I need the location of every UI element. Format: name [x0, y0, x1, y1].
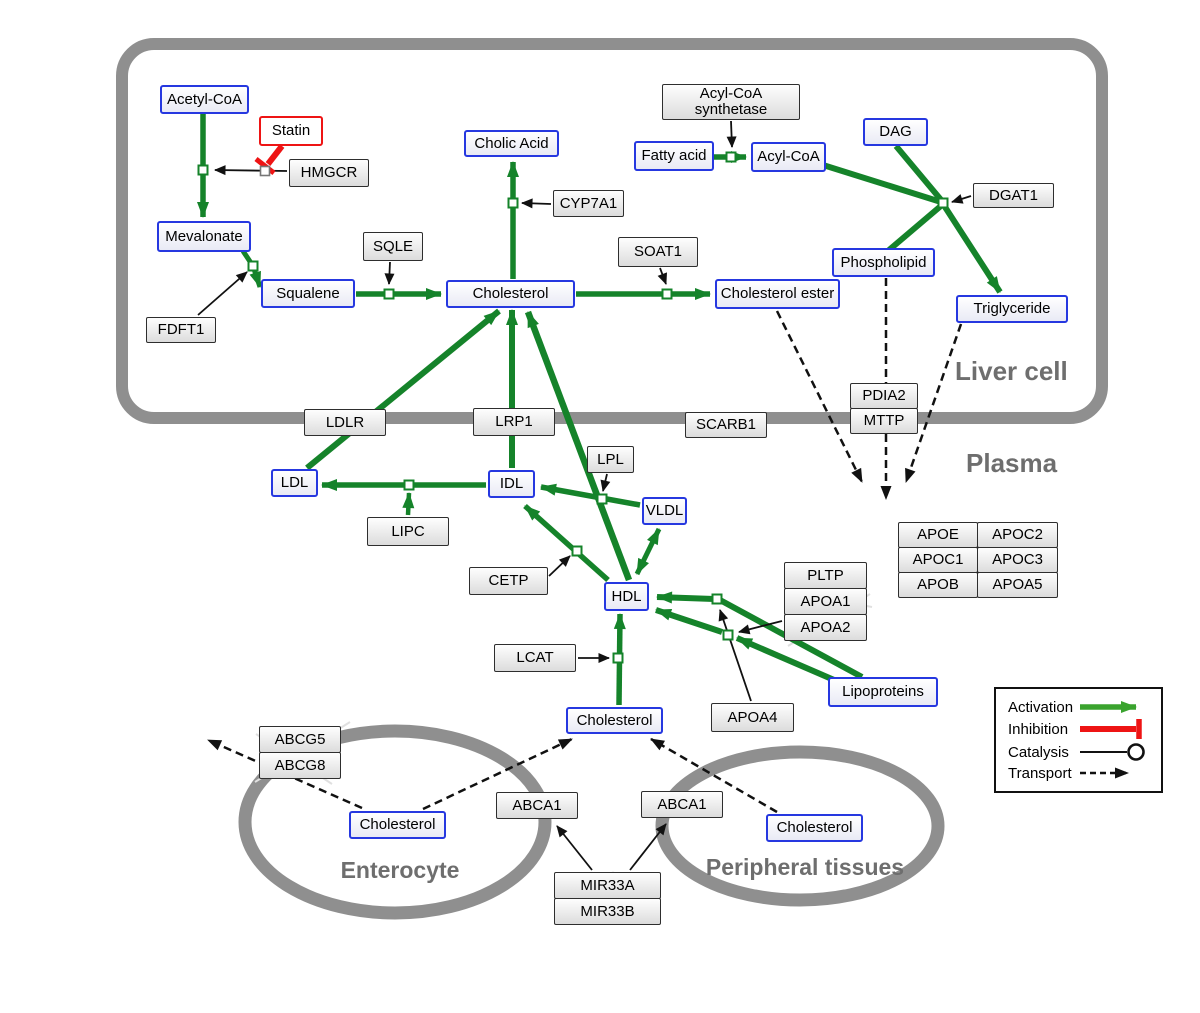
node-abca1-left[interactable]: ABCA1: [496, 792, 578, 819]
node-cholic-acid[interactable]: Cholic Acid: [464, 130, 559, 157]
legend-box: [994, 687, 1163, 793]
node-hmgcr[interactable]: HMGCR: [289, 159, 369, 187]
node-cholesterol-liver[interactable]: Cholesterol: [446, 280, 575, 308]
node-squalene[interactable]: Squalene: [261, 279, 355, 308]
node-scarb1[interactable]: SCARB1: [685, 412, 767, 438]
node-apoc1[interactable]: APOC1: [898, 547, 978, 573]
legend-inhibition-label: Inhibition: [1008, 721, 1069, 738]
node-mevalonate[interactable]: Mevalonate: [157, 221, 251, 252]
node-abcg5[interactable]: ABCG5: [259, 726, 341, 753]
node-apoe[interactable]: APOE: [898, 522, 978, 548]
node-triglyceride[interactable]: Triglyceride: [956, 295, 1068, 323]
node-phospholipid[interactable]: Phospholipid: [832, 248, 935, 277]
cell-membranes: [116, 38, 1108, 920]
node-ldl[interactable]: LDL: [271, 469, 318, 497]
legend-transport-label: Transport: [1008, 765, 1072, 782]
node-cyp7a1[interactable]: CYP7A1: [553, 190, 624, 217]
liver-cell-label: Liver cell: [955, 356, 1068, 386]
node-apoa2[interactable]: APOA2: [784, 614, 867, 641]
node-cholesterol-plasma[interactable]: Cholesterol: [566, 707, 663, 734]
node-cholesterol-ester[interactable]: Cholesterol ester: [715, 279, 840, 309]
node-acetyl-coa[interactable]: Acetyl-CoA: [160, 85, 249, 114]
node-lrp1[interactable]: LRP1: [473, 408, 555, 436]
legend-catalysis-circle: [1127, 743, 1145, 761]
node-fatty-acid[interactable]: Fatty acid: [634, 141, 714, 171]
node-vldl[interactable]: VLDL: [642, 497, 687, 525]
inhibition-target-square: [259, 165, 271, 177]
node-pdia2[interactable]: PDIA2: [850, 383, 918, 409]
node-dgat1[interactable]: DGAT1: [973, 183, 1054, 208]
node-idl[interactable]: IDL: [488, 470, 535, 498]
node-cholesterol-peripheral[interactable]: Cholesterol: [766, 814, 863, 842]
legend-symbols: [1080, 701, 1145, 779]
node-hdl[interactable]: HDL: [604, 582, 649, 611]
node-apoa1[interactable]: APOA1: [784, 588, 867, 615]
catalysis-edges: [197, 120, 972, 871]
peripheral-tissues-label: Peripheral tissues: [705, 854, 905, 880]
node-lipc[interactable]: LIPC: [367, 517, 449, 546]
activation-edges: [197, 114, 1003, 706]
node-apoa4[interactable]: APOA4: [711, 703, 794, 732]
node-cetp[interactable]: CETP: [469, 567, 548, 595]
node-acyl-coa-synthetase[interactable]: Acyl-CoA synthetase: [662, 84, 800, 120]
node-mir33b[interactable]: MIR33B: [554, 898, 661, 925]
node-apoc2[interactable]: APOC2: [977, 522, 1058, 548]
node-fdft1[interactable]: FDFT1: [146, 317, 216, 343]
node-mttp[interactable]: MTTP: [850, 408, 918, 434]
node-abca1-right[interactable]: ABCA1: [641, 791, 723, 818]
node-mir33a[interactable]: MIR33A: [554, 872, 661, 899]
legend-catalysis-label: Catalysis: [1008, 744, 1069, 761]
node-pltp[interactable]: PLTP: [784, 562, 867, 589]
liver-cell-membrane: [116, 38, 1108, 424]
node-dag[interactable]: DAG: [863, 118, 928, 146]
legend-activation-label: Activation: [1008, 699, 1074, 716]
node-lpl[interactable]: LPL: [587, 446, 634, 473]
node-cholesterol-enterocyte[interactable]: Cholesterol: [349, 811, 446, 839]
node-ldlr[interactable]: LDLR: [304, 409, 386, 436]
reaction-nodes[interactable]: [197, 151, 949, 664]
node-soat1[interactable]: SOAT1: [618, 237, 698, 267]
node-abcg8[interactable]: ABCG8: [259, 752, 341, 779]
node-acyl-coa[interactable]: Acyl-CoA: [751, 142, 826, 172]
node-apoa5[interactable]: APOA5: [977, 572, 1058, 598]
enterocyte-membrane: [238, 724, 552, 920]
enterocyte-label: Enterocyte: [340, 857, 460, 883]
node-sqle[interactable]: SQLE: [363, 232, 423, 261]
node-acyl-coa-synthetase-line1: Acyl-CoA: [699, 85, 763, 102]
node-apob[interactable]: APOB: [898, 572, 978, 598]
node-lipoproteins[interactable]: Lipoproteins: [828, 677, 938, 707]
node-statin[interactable]: Statin: [259, 116, 323, 146]
node-acyl-coa-synthetase-line2: synthetase: [694, 101, 768, 118]
plasma-label: Plasma: [966, 448, 1058, 478]
node-lcat[interactable]: LCAT: [494, 644, 576, 672]
node-apoc3[interactable]: APOC3: [977, 547, 1058, 573]
